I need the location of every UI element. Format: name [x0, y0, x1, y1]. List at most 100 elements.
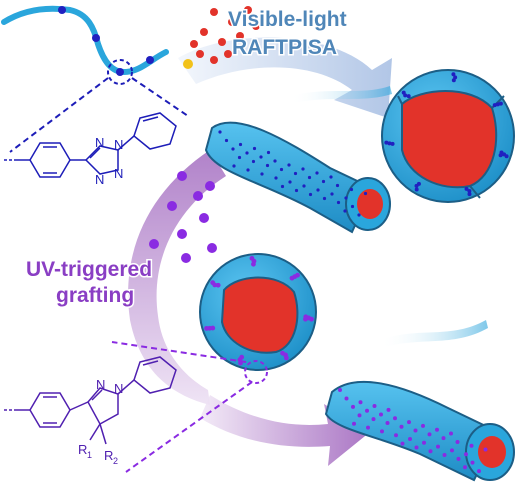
shell-dot — [295, 272, 300, 278]
shell-dot — [307, 175, 312, 180]
shell-dot — [260, 172, 264, 176]
shell-dot — [470, 460, 475, 465]
shell-dot — [215, 282, 221, 288]
shell-dot — [483, 447, 488, 452]
uv-grafting-arrow — [128, 150, 226, 405]
shell-dot — [357, 413, 362, 418]
shell-dot — [301, 167, 305, 171]
shell-dot — [463, 465, 467, 470]
shell-dot — [294, 188, 299, 193]
shell-dot — [414, 183, 419, 188]
shell-dot — [316, 188, 320, 192]
shell-dot — [449, 431, 453, 436]
shell-dot — [344, 396, 349, 401]
shell-dot — [321, 179, 326, 184]
zoom-circle — [107, 59, 133, 85]
shell-dot — [401, 90, 406, 95]
shell-dot — [394, 433, 398, 438]
shell-dot — [384, 140, 389, 145]
shell-dot — [464, 452, 468, 457]
shell-dot — [350, 204, 355, 209]
zoom-line — [125, 381, 253, 473]
shell-dot — [232, 164, 236, 168]
tetrazole-structure — [4, 112, 177, 178]
shell-dot — [329, 175, 333, 179]
shell-dot — [237, 357, 243, 363]
shell-dot — [245, 151, 249, 155]
shell-dot — [469, 443, 474, 448]
shell-dot — [288, 180, 292, 184]
shell-dot — [498, 153, 503, 158]
shell-dot — [390, 141, 395, 146]
monomer-dots — [190, 6, 260, 64]
shell-dot — [210, 280, 216, 286]
shell-dot — [387, 141, 392, 146]
shell-dot — [315, 171, 319, 175]
shell-dot — [338, 388, 342, 392]
shell-dot — [280, 184, 285, 189]
shell-dot — [408, 437, 412, 441]
upper-worm-micelle — [204, 121, 391, 234]
shell-dot — [293, 171, 298, 176]
shell-dot — [344, 196, 348, 200]
shell-dot — [413, 428, 418, 433]
shell-dot — [309, 316, 314, 322]
shell-dot — [363, 191, 368, 196]
shell-dot — [421, 423, 425, 428]
shell-dot — [280, 350, 285, 356]
shell-dot — [504, 154, 509, 159]
shell-dots — [204, 72, 509, 474]
grafting-dots — [149, 171, 217, 263]
shell-dot — [287, 163, 291, 167]
chain-dot — [58, 6, 66, 14]
chain-dot — [146, 56, 154, 64]
shell-dot — [492, 103, 497, 108]
shell-dot — [335, 183, 340, 188]
shell-dot — [218, 130, 222, 134]
shell-dot — [495, 102, 500, 107]
shell-dot — [358, 400, 363, 405]
tetrazole-atom: N — [95, 135, 104, 150]
shell-dot — [259, 155, 263, 159]
shell-dot — [357, 213, 361, 217]
shell-dot — [414, 445, 419, 450]
shell-dot — [224, 138, 229, 143]
shell-dot — [372, 404, 377, 409]
chain-dot — [92, 34, 100, 42]
shell-dot — [352, 421, 356, 426]
shell-dot — [273, 159, 277, 163]
shell-dot — [498, 101, 503, 106]
shell-dot — [322, 196, 327, 201]
shell-dot — [451, 72, 456, 77]
shell-dot — [279, 167, 284, 172]
shell-dot — [265, 163, 270, 168]
sphere-micelle — [381, 69, 515, 203]
shell-dot — [238, 142, 243, 147]
shell-dot — [406, 94, 411, 99]
shell-dot — [343, 209, 347, 213]
shell-dot — [464, 186, 469, 191]
shell-dot — [453, 75, 458, 80]
shell-dot — [380, 429, 384, 434]
shell-dot — [435, 427, 439, 432]
zoom-line — [131, 77, 189, 117]
tetrazole-atom: N — [114, 166, 123, 181]
shell-dot — [436, 444, 440, 449]
shell-dot — [302, 184, 306, 188]
shell-dot — [330, 192, 334, 196]
worm-tail — [290, 86, 392, 104]
substituent-r1: R — [78, 442, 87, 457]
shell-dot — [351, 404, 355, 409]
zoom-line — [9, 77, 109, 153]
polymer-chain — [1, 5, 169, 76]
substituent-r1-subscript: 1 — [87, 450, 92, 460]
shell-dot — [251, 159, 256, 164]
chain-dot — [116, 68, 124, 76]
shell-dot — [455, 439, 460, 444]
shell-dot — [407, 420, 411, 425]
shell-dot — [414, 187, 419, 192]
tetrazole-atom: N — [95, 172, 104, 187]
tetrazole-atom: N — [114, 137, 123, 152]
grafting-label: grafting — [56, 284, 134, 307]
